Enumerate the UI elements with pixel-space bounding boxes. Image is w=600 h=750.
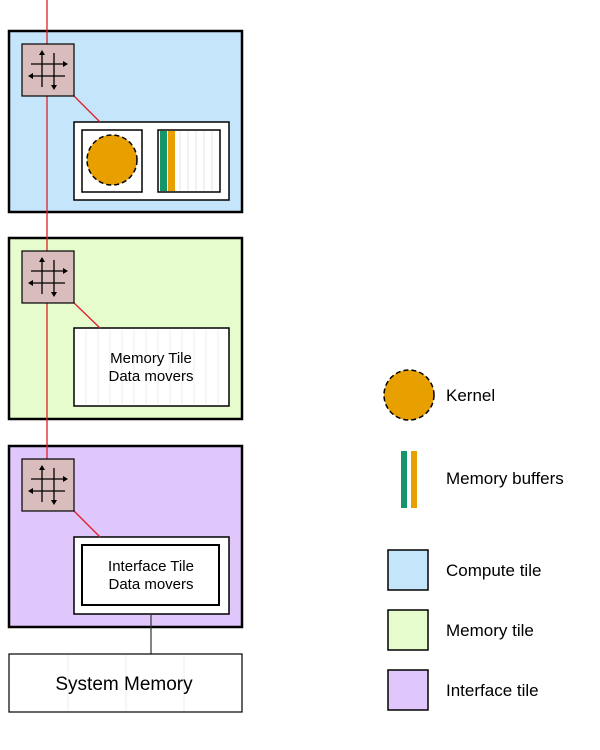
switch-box: [21, 250, 75, 304]
switch-box: [21, 43, 75, 97]
switch-arrows-icon: [28, 257, 68, 297]
compute-switch: [21, 43, 75, 97]
system-memory-label: System Memory: [55, 674, 193, 695]
legend-compute-tile-label: Compute tile: [446, 561, 541, 580]
legend-interface-tile: Interface tile: [387, 669, 539, 711]
system-memory-gridlines: [67, 655, 185, 711]
memory-switch: [21, 250, 75, 304]
switch-arrows-icon: [28, 465, 68, 505]
memory-buffer-green: [160, 131, 167, 191]
memory-buffer-orange-swatch: [411, 451, 417, 508]
interface-tile-title: Interface Tile: [108, 558, 194, 575]
legend-kernel: Kernel: [383, 369, 495, 421]
legend-memory-buffers-label: Memory buffers: [446, 469, 564, 488]
legend-compute-tile: Compute tile: [387, 549, 541, 591]
compute-switch-link: [71, 93, 101, 123]
legend-interface-tile-label: Interface tile: [446, 681, 539, 700]
legend-memory-tile: Memory tile: [387, 609, 534, 651]
memory-data-movers-box: [73, 327, 230, 407]
memory-buffer-orange: [168, 131, 175, 191]
memory-buffer-gridlines: [179, 131, 213, 191]
compute-tile: [7, 29, 244, 214]
system-memory: System Memory: [8, 614, 243, 713]
interface-data-movers-box: [81, 544, 220, 606]
interface-switch-link: [71, 508, 101, 538]
memory-data-movers-gridlines: [85, 330, 219, 404]
switch-arrows-icon: [28, 50, 68, 90]
switch-box: [21, 458, 75, 512]
memory-tile-swatch: [387, 609, 429, 651]
memory-buffer-box: [157, 129, 221, 193]
legend-memory-buffers: Memory buffers: [401, 451, 564, 508]
kernel-icon: [86, 134, 138, 186]
legend-kernel-label: Kernel: [446, 386, 495, 405]
compute-tile-swatch: [387, 549, 429, 591]
memory-buffer-green-swatch: [401, 451, 407, 508]
legend-memory-tile-label: Memory tile: [446, 621, 534, 640]
interface-switch: [21, 458, 75, 512]
memory-tile-subtitle: Data movers: [108, 368, 193, 385]
interface-tile-swatch: [387, 669, 429, 711]
memory-switch-link: [71, 300, 101, 329]
kernel-icon: [383, 369, 435, 421]
legend: Kernel Memory buffers Compute tile Memor…: [383, 369, 564, 711]
interface-tile-subtitle: Data movers: [108, 576, 193, 593]
memory-tile-title: Memory Tile: [110, 350, 192, 367]
